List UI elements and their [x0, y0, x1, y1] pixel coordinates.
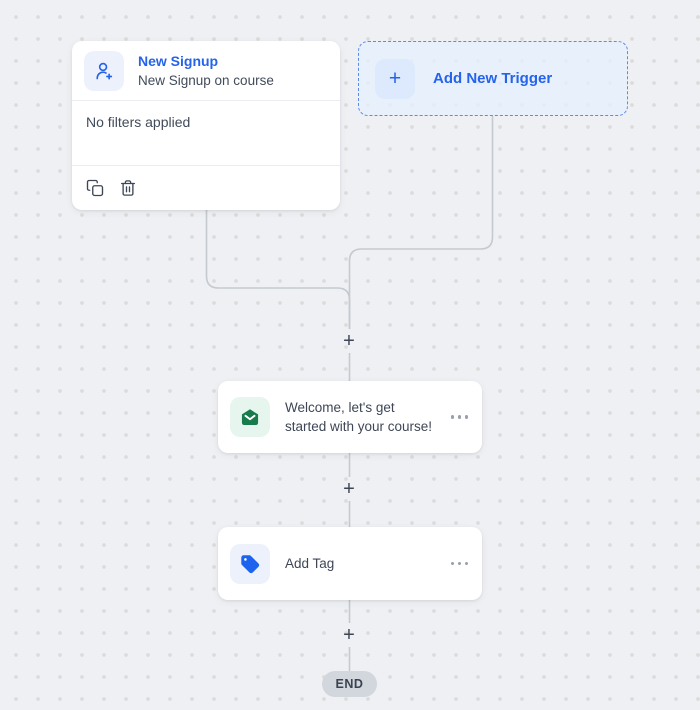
divider: [72, 165, 340, 166]
step-label: Welcome, let's get started with your cou…: [285, 399, 433, 434]
more-options-icon: [450, 415, 454, 419]
end-badge: END: [322, 671, 377, 697]
trigger-actions: [72, 166, 340, 210]
mail-open-icon: [230, 397, 270, 437]
step-node-add-tag[interactable]: Add Tag: [218, 527, 482, 600]
trigger-title: New Signup: [138, 52, 219, 69]
add-step-button[interactable]: +: [343, 624, 355, 646]
trigger-titles: New Signup New Signup on course: [138, 51, 274, 91]
more-options-button[interactable]: [450, 558, 468, 570]
filters-text: No filters applied: [86, 114, 191, 130]
trigger-header: New Signup New Signup on course: [72, 41, 340, 100]
user-plus-icon: [84, 50, 124, 91]
add-new-trigger-label: Add New Trigger: [433, 70, 553, 87]
trigger-node-new-signup[interactable]: New Signup New Signup on course No filte…: [72, 41, 340, 210]
add-new-trigger-button[interactable]: + Add New Trigger: [358, 41, 628, 116]
more-options-button[interactable]: [450, 411, 468, 423]
add-step-button[interactable]: +: [343, 330, 355, 352]
step-label: Add Tag: [285, 555, 335, 571]
trigger-filters: No filters applied: [72, 101, 340, 165]
plus-glyph: +: [388, 67, 402, 90]
add-step-button[interactable]: +: [343, 478, 355, 500]
duplicate-button[interactable]: [86, 179, 104, 197]
tag-icon: [230, 543, 270, 584]
step-node-email[interactable]: Welcome, let's get started with your cou…: [218, 381, 482, 453]
trash-icon: [120, 180, 136, 196]
duplicate-icon: [86, 179, 104, 197]
trigger-subtitle: New Signup on course: [138, 72, 274, 88]
divider: [72, 100, 340, 101]
more-options-icon: [450, 561, 454, 566]
delete-button[interactable]: [119, 179, 137, 197]
plus-icon: +: [375, 58, 415, 99]
